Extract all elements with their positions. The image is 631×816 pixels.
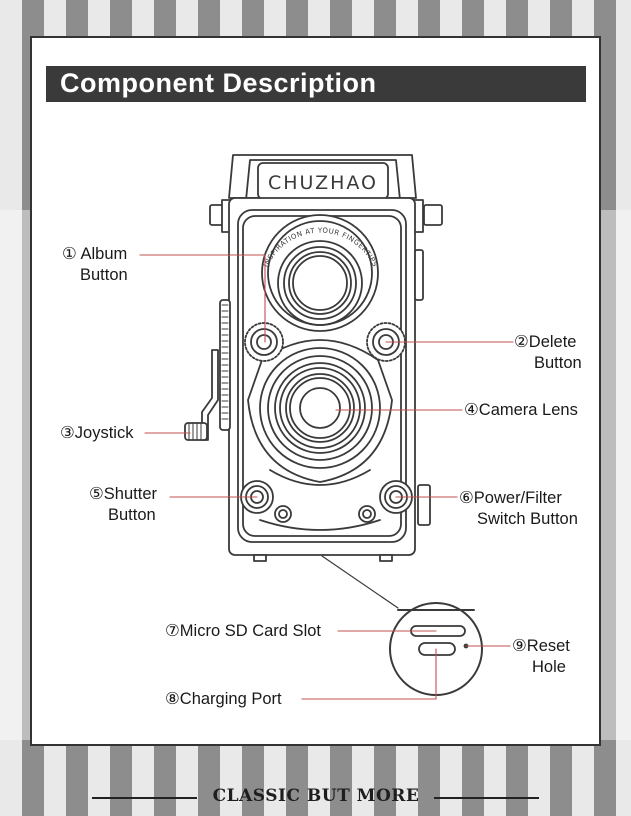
title-bar: Component Description — [46, 66, 586, 102]
label-delete-button-line1: ②Delete — [514, 333, 577, 351]
label-delete-button-line2: Button — [534, 354, 582, 372]
label-micro-sd-slot: ⑦Micro SD Card Slot — [165, 622, 321, 640]
label-reset-hole-line1: ⑨Reset — [512, 637, 570, 655]
label-joystick: ③Joystick — [60, 424, 134, 442]
footer-divider-right — [434, 797, 539, 799]
footer-tagline: CLASSIC BUT MORE — [212, 786, 420, 806]
footer-divider-left — [92, 797, 197, 799]
label-power-filter-line1: ⑥Power/Filter — [459, 489, 562, 507]
label-shutter-button-line2: Button — [108, 506, 156, 524]
label-power-filter-line2: Switch Button — [477, 510, 578, 528]
label-album-button-line2: Button — [80, 266, 128, 284]
label-reset-hole-line2: Hole — [532, 658, 566, 676]
label-shutter-button-line1: ⑤Shutter — [89, 485, 157, 503]
label-album-button-line1: ① Album — [62, 245, 128, 263]
page-title: Component Description — [60, 68, 377, 98]
label-camera-lens: ④Camera Lens — [464, 401, 578, 419]
brand-logo-text: CHUZHAO — [268, 172, 378, 194]
label-charging-port: ⑧Charging Port — [165, 690, 282, 708]
